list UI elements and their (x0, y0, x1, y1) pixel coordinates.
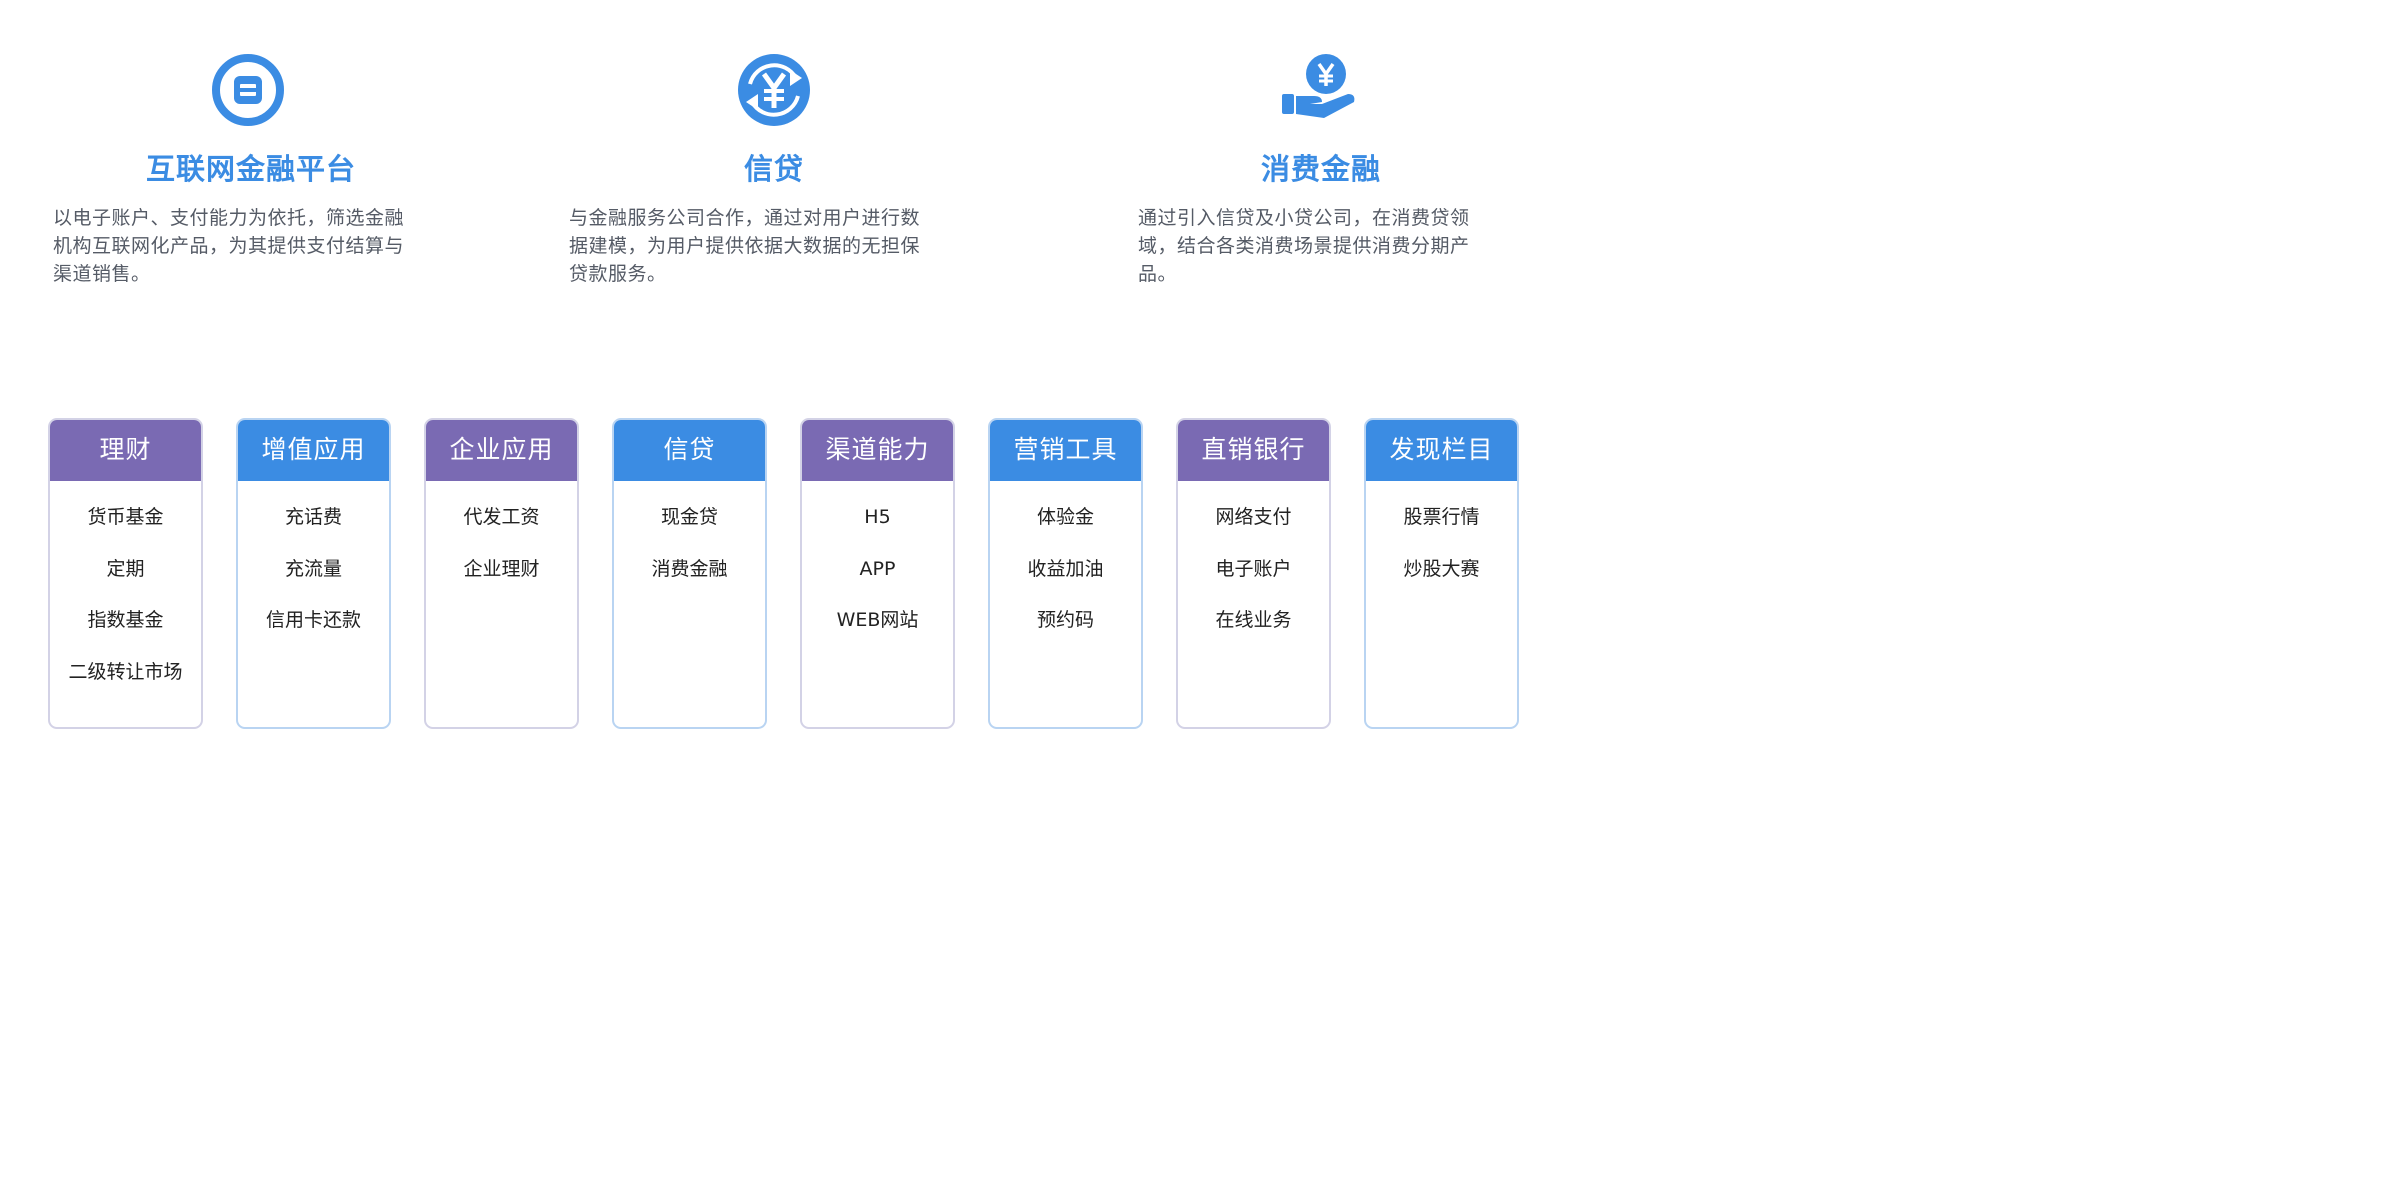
card-value-added-apps: 增值应用 充话费 充流量 信用卡还款 (236, 418, 391, 729)
feature-internet-finance-platform: 互联网金融平台 以电子账户、支付能力为依托，筛选金融 机构互联网化产品，为其提供… (0, 0, 500, 300)
card-item[interactable]: 收益加油 (1027, 557, 1104, 580)
card-item[interactable]: 代发工资 (463, 506, 540, 528)
card-item[interactable]: H5 (864, 506, 891, 528)
card-direct-bank: 直销银行 网络支付 电子账户 在线业务 (1176, 418, 1331, 729)
card-item[interactable]: 信用卡还款 (265, 609, 361, 631)
hand-yuan-icon (1280, 52, 1356, 128)
card-item[interactable]: 预约码 (1036, 609, 1094, 631)
card-title: 发现栏目 (1366, 420, 1517, 481)
card-title: 企业应用 (426, 420, 577, 481)
card-item[interactable]: 电子账户 (1215, 557, 1292, 580)
card-credit: 信贷 现金贷 消费金融 (612, 418, 767, 729)
card-item-list: 充话费 充流量 信用卡还款 (238, 481, 389, 658)
card-item-list: 网络支付 电子账户 在线业务 (1178, 481, 1329, 658)
card-item[interactable]: 充话费 (284, 506, 342, 528)
card-item-list: 货币基金 定期 指数基金 二级转让市场 (50, 481, 201, 709)
yuan-exchange-icon (736, 52, 812, 128)
card-item[interactable]: 炒股大赛 (1403, 557, 1480, 580)
card-item[interactable]: 指数基金 (87, 609, 164, 631)
card-item[interactable]: 网络支付 (1215, 506, 1292, 528)
card-item-list: 股票行情 炒股大赛 (1366, 481, 1517, 606)
card-enterprise-apps: 企业应用 代发工资 企业理财 (424, 418, 579, 729)
card-title: 渠道能力 (802, 420, 953, 481)
card-channel-capability: 渠道能力 H5 APP WEB网站 (800, 418, 955, 729)
coin-icon (210, 52, 286, 128)
card-item-list: 体验金 收益加油 预约码 (990, 481, 1141, 658)
card-item[interactable]: 充流量 (284, 557, 342, 580)
card-item-list: 代发工资 企业理财 (426, 481, 577, 606)
feature-description: 与金融服务公司合作，通过对用户进行数 据建模，为用户提供依据大数据的无担保 贷款… (569, 207, 921, 285)
card-discover-section: 发现栏目 股票行情 炒股大赛 (1364, 418, 1519, 729)
card-title: 信贷 (614, 420, 765, 481)
card-item[interactable]: 现金贷 (660, 506, 718, 528)
card-item[interactable]: 二级转让市场 (68, 660, 183, 683)
card-item-list: H5 APP WEB网站 (802, 481, 953, 658)
card-item[interactable]: 货币基金 (87, 506, 164, 528)
feature-description: 通过引入信贷及小贷公司，在消费贷领 域，结合各类消费场景提供消费分期产 品。 (1138, 207, 1470, 285)
card-title: 直销银行 (1178, 420, 1329, 481)
feature-title: 互联网金融平台 (146, 152, 357, 186)
card-title: 增值应用 (238, 420, 389, 481)
feature-credit: 信贷 与金融服务公司合作，通过对用户进行数 据建模，为用户提供依据大数据的无担保… (540, 0, 1040, 300)
card-item[interactable]: APP (859, 557, 896, 580)
card-item-list: 现金贷 消费金融 (614, 481, 765, 606)
card-title: 理财 (50, 420, 201, 481)
card-item[interactable]: 体验金 (1036, 506, 1094, 528)
card-marketing-tools: 营销工具 体验金 收益加油 预约码 (988, 418, 1143, 729)
card-item[interactable]: 定期 (106, 557, 145, 580)
card-item[interactable]: 在线业务 (1215, 609, 1292, 631)
card-title: 营销工具 (990, 420, 1141, 481)
card-wealth-management: 理财 货币基金 定期 指数基金 二级转让市场 (48, 418, 203, 729)
feature-consumer-finance: 消费金融 通过引入信贷及小贷公司，在消费贷领 域，结合各类消费场景提供消费分期产… (1100, 0, 1568, 300)
card-item[interactable]: 股票行情 (1403, 506, 1480, 528)
feature-description: 以电子账户、支付能力为依托，筛选金融 机构互联网化产品，为其提供支付结算与 渠道… (53, 207, 405, 285)
feature-title: 信贷 (744, 152, 805, 186)
card-item[interactable]: 消费金融 (651, 557, 728, 580)
card-item[interactable]: 企业理财 (463, 557, 540, 580)
card-item[interactable]: WEB网站 (836, 609, 919, 631)
feature-title: 消费金融 (1261, 152, 1382, 186)
